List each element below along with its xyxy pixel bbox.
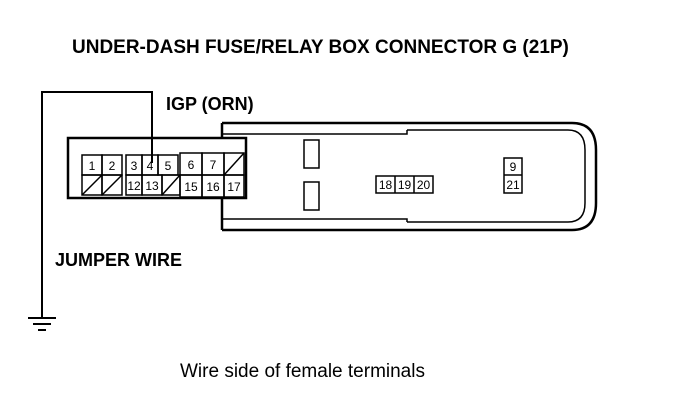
terminal-numbers: 1 2 3 4 5 6 7 12 13 15 16 17 [89, 158, 241, 194]
terminal-19: 19 [398, 178, 412, 192]
jumper-wire-label: JUMPER WIRE [55, 250, 182, 270]
igp-wire-label: IGP (ORN) [166, 94, 254, 114]
terminal-15: 15 [184, 180, 198, 194]
terminal-block-right: 9 21 [503, 157, 523, 194]
terminal-20: 20 [417, 178, 431, 192]
terminal-18: 18 [379, 178, 393, 192]
jumper-wire [41, 91, 153, 318]
terminal-16: 16 [206, 180, 220, 194]
terminal-7: 7 [210, 158, 217, 172]
terminal-12: 12 [127, 179, 141, 193]
terminal-6: 6 [188, 158, 195, 172]
terminal-13: 13 [145, 179, 159, 193]
terminal-block-left [81, 152, 245, 198]
terminal-4: 4 [147, 159, 154, 173]
ground-symbol [28, 317, 56, 331]
diagram-title: UNDER-DASH FUSE/RELAY BOX CONNECTOR G (2… [72, 37, 569, 58]
terminal-2: 2 [109, 159, 116, 173]
connector-housing [66, 121, 598, 232]
terminal-9: 9 [510, 160, 517, 174]
terminal-block-middle: 18 19 20 [375, 175, 434, 194]
terminal-21: 21 [506, 178, 520, 192]
terminal-5: 5 [165, 159, 172, 173]
terminal-3: 3 [131, 159, 138, 173]
diagram-caption: Wire side of female terminals [180, 361, 425, 382]
terminal-1: 1 [89, 159, 96, 173]
terminal-17: 17 [227, 180, 241, 194]
